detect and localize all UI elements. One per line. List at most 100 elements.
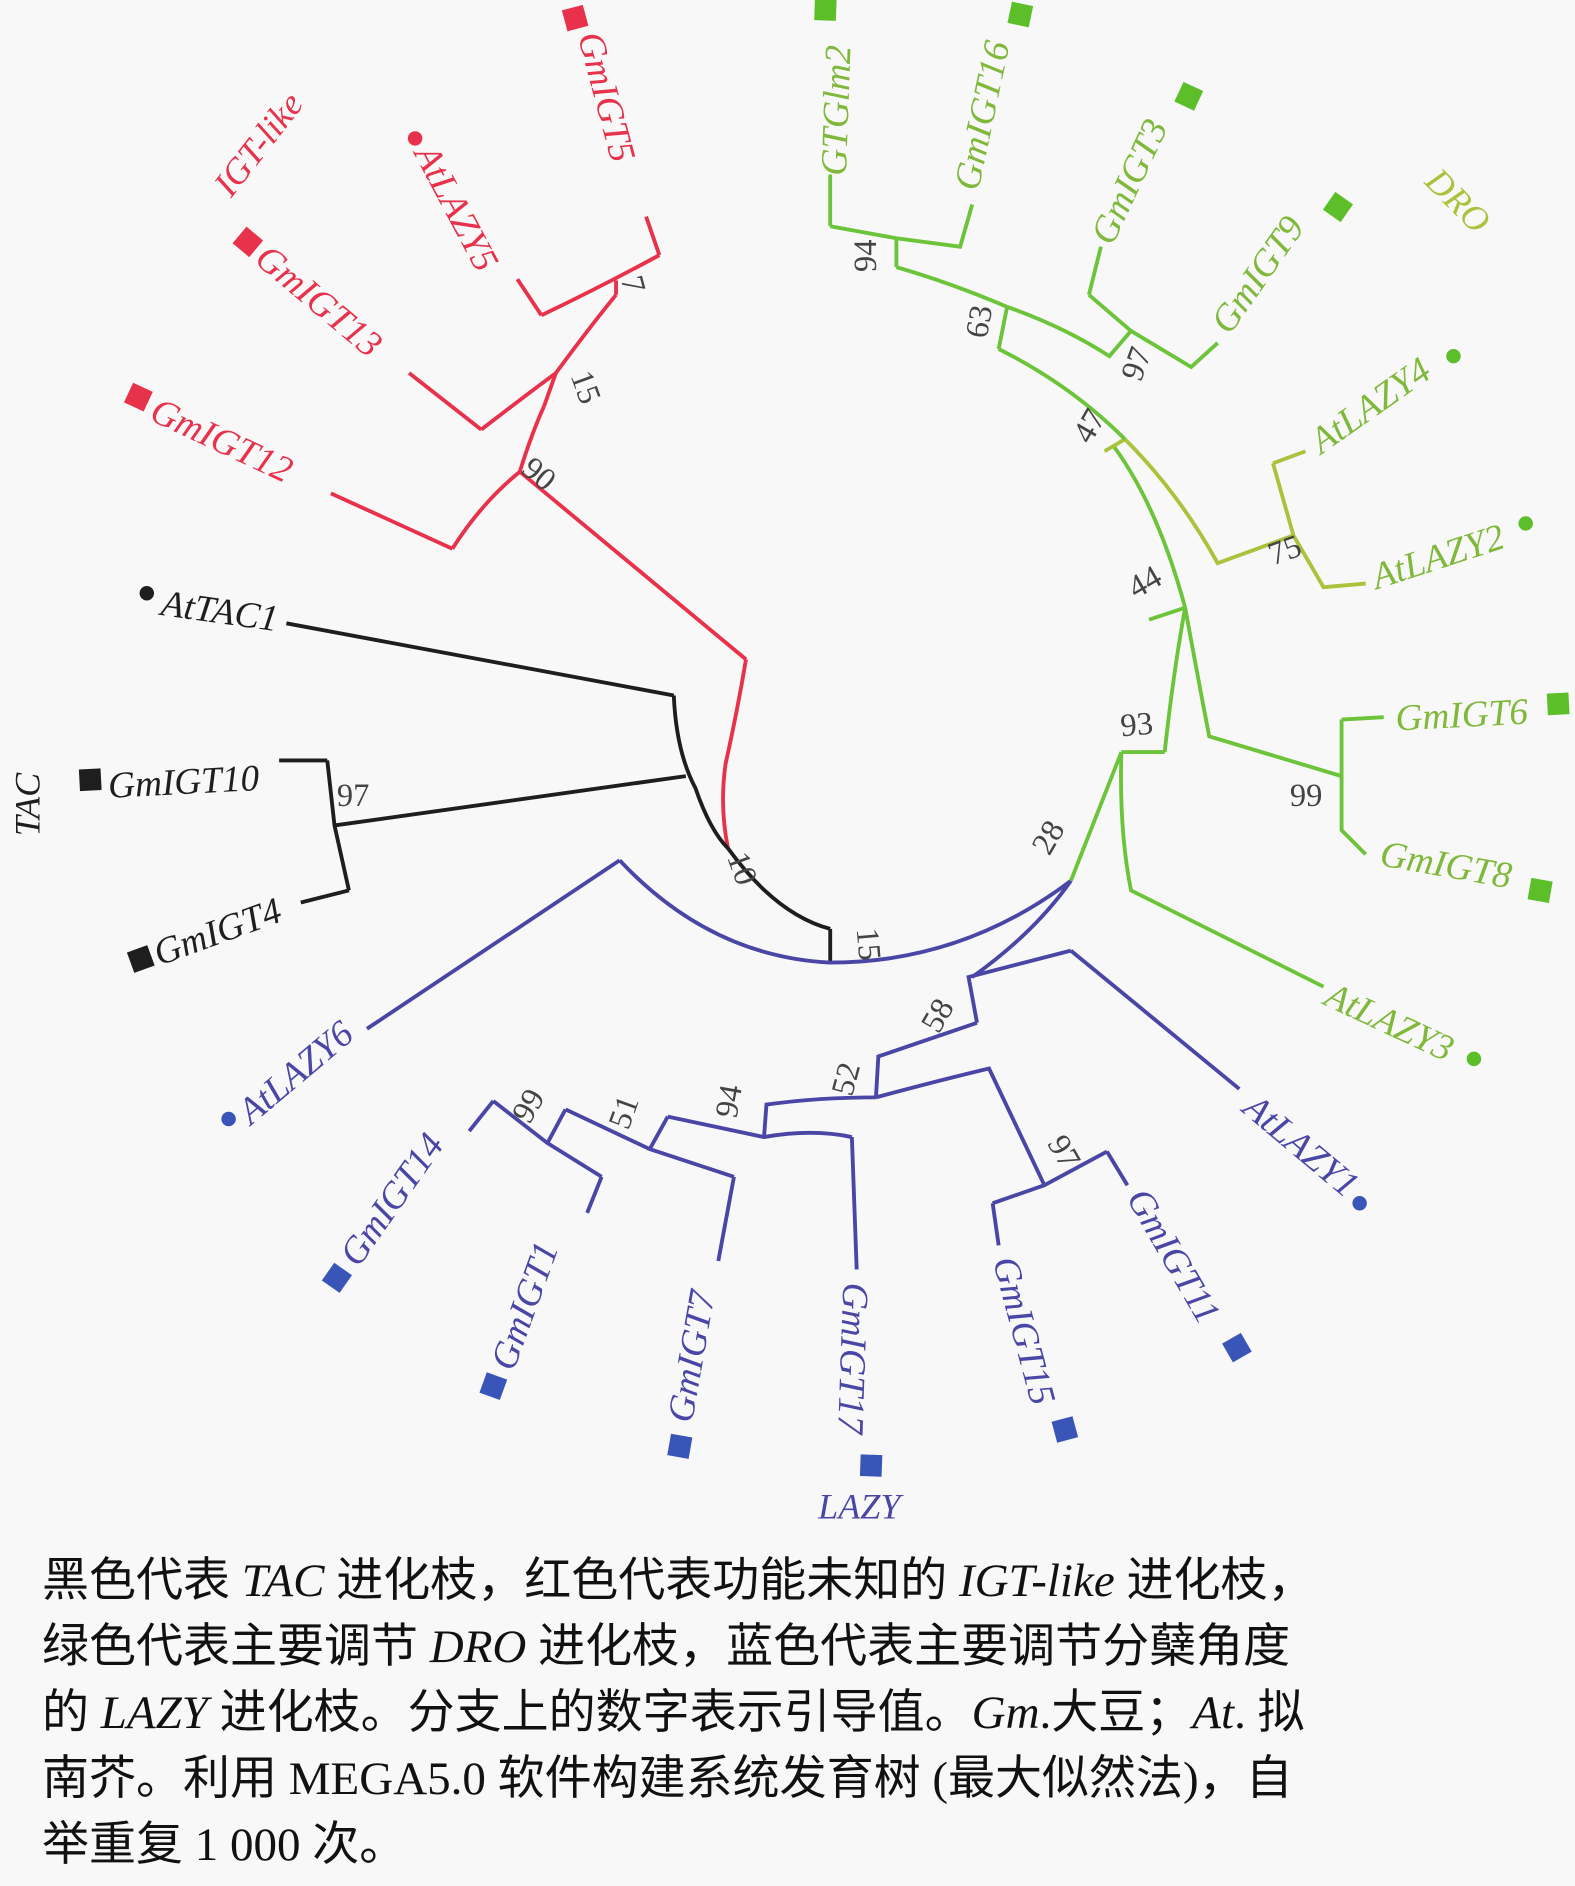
leaf-label-gmigt15: GmIGT15: [984, 1253, 1063, 1410]
caption-line-2: 绿色代表主要调节 DRO 进化枝，蓝色代表主要调节分蘖角度: [42, 1614, 1552, 1680]
caption-line-1: 黑色代表 TAC 进化枝，红色代表功能未知的 IGT-like 进化枝，: [42, 1548, 1552, 1614]
leaf-label-attac1: AtTAC1: [156, 583, 281, 640]
leaf-label-gmigt10: GmIGT10: [107, 758, 260, 807]
caption-text: 进化枝，红色代表功能未知的: [324, 1555, 959, 1607]
clade-label-tac: TAC: [8, 772, 48, 836]
bootstrap-value: 44: [1122, 559, 1168, 606]
caption-text: 进化枝，: [1114, 1555, 1315, 1607]
caption-text: 进化枝。分支上的数字表示引导值。: [207, 1687, 972, 1739]
leaf-label-atlazy6: AtLAZY6: [228, 1013, 362, 1134]
clade-label-lazy: LAZY: [817, 1486, 904, 1526]
tree-branch: [997, 347, 1127, 441]
bootstrap-value: 15: [563, 366, 608, 409]
leaf-label-gmigt1: GmIGT1: [483, 1237, 567, 1376]
tree-branch: [1271, 462, 1366, 590]
bootstrap-value: 15: [849, 926, 888, 961]
bootstrap-value: 94: [848, 239, 884, 271]
square-marker-icon: [1546, 692, 1570, 716]
tree-branch: [966, 948, 1072, 1024]
leaf-markers: [78, 0, 1570, 1477]
bootstrap-value: 94: [709, 1082, 750, 1120]
tree-branch: [564, 1107, 735, 1179]
tree-branch: [467, 1099, 495, 1133]
leaf-label-atlazy1: AtLAZY1: [1233, 1085, 1366, 1206]
tree-branch: [671, 695, 730, 850]
leaf-label-gmigt11: GmIGT11: [1118, 1182, 1228, 1331]
tree-branch: [330, 491, 454, 551]
caption-italic: At: [1192, 1687, 1235, 1739]
leaf-label-gmigt17: GmIGT17: [829, 1282, 875, 1436]
tree-branch: [1006, 305, 1133, 359]
circle-marker-icon: [139, 586, 155, 601]
square-marker-icon: [321, 1262, 352, 1293]
leaf-label-gmigt7: GmIGT7: [660, 1286, 724, 1425]
circle-marker-icon: [1446, 348, 1461, 364]
leaf-labels: GmIGT5AtLAZY5GmIGT13GmIGT12AtTAC1GmIGT10…: [107, 28, 1529, 1436]
caption-italic: Gm: [971, 1687, 1040, 1739]
bootstrap-value: 52: [825, 1059, 868, 1100]
tree-branch: [545, 1108, 568, 1144]
square-marker-icon: [814, 0, 837, 21]
caption-line-4: 南芥。利用 MEGA5.0 软件构建系统发育树 (最大似然法)，自: [42, 1753, 1293, 1805]
tree-branch: [325, 760, 351, 891]
leaf-label-gmigt12: GmIGT12: [144, 390, 298, 491]
clade-label-dro: DRO: [1417, 160, 1498, 241]
clade-label-igt-like: IGT-like: [205, 85, 311, 205]
bootstrap-value: 97: [1114, 343, 1159, 386]
tree-branch: [971, 879, 1073, 979]
caption-line-3: 的 LAZY 进化枝。分支上的数字表示引导值。Gm.大豆；At. 拟: [42, 1680, 1552, 1746]
square-marker-icon: [479, 1372, 508, 1401]
phylogenetic-tree: GmIGT5AtLAZY5GmIGT13GmIGT12AtTAC1GmIGT10…: [8, 0, 1570, 1526]
square-marker-icon: [123, 382, 153, 412]
figure-caption: 黑色代表 TAC 进化枝，红色代表功能未知的 IGT-like 进化枝， 绿色代…: [42, 1548, 1552, 1878]
caption-text: 的: [42, 1687, 101, 1739]
tree-branch: [286, 621, 675, 698]
tree-branch: [667, 1114, 853, 1140]
tree-branch: [895, 265, 1008, 309]
tree-branch: [874, 1020, 978, 1098]
tree-branch: [1339, 719, 1368, 856]
leaf-label-gmigt16: GmIGT16: [947, 37, 1019, 194]
tree-branch: [1272, 449, 1307, 466]
tree-branch: [644, 215, 662, 256]
leaf-label-gmigt14: GmIGT14: [332, 1126, 452, 1273]
tree-branch: [480, 293, 618, 432]
tree-branch: [875, 1066, 1047, 1187]
leaf-label-gmigt6: GmIGT6: [1394, 692, 1529, 740]
bootstrap-value: 97: [1040, 1129, 1087, 1175]
tree-branch: [721, 659, 748, 849]
bootstrap-value: 90: [515, 450, 563, 498]
leaf-label-atlazy2: AtLAZY2: [1364, 517, 1510, 599]
caption-italic: LAZY: [100, 1687, 208, 1739]
tree-branch: [518, 470, 748, 661]
leaf-label-atlazy5: AtLAZY5: [404, 136, 506, 279]
bootstrap-value: 51: [602, 1091, 647, 1134]
tree-branch: [1148, 605, 1186, 622]
circle-marker-icon: [1518, 516, 1533, 531]
tree-branch: [1123, 437, 1295, 566]
tree-branch: [542, 372, 558, 408]
bootstrap-value: 28: [1025, 815, 1072, 861]
caption-italic: TAC: [241, 1555, 325, 1607]
leaf-label-atlazy4: AtLAZY4: [1300, 350, 1438, 464]
tree-branch: [300, 888, 350, 905]
square-marker-icon: [667, 1433, 693, 1459]
leaf-label-gmigt9: GmIGT9: [1203, 209, 1313, 341]
leaf-label-atlazy3: AtLAZY3: [1316, 974, 1460, 1070]
square-marker-icon: [1222, 1332, 1252, 1363]
tree-branch: [1087, 246, 1103, 296]
bootstrap-value: 99: [505, 1083, 552, 1129]
caption-text: 进化枝，蓝色代表主要调节分蘖角度: [526, 1621, 1291, 1673]
square-marker-icon: [859, 1454, 883, 1477]
tree-branch: [1105, 1150, 1130, 1187]
tree-branch: [1341, 715, 1384, 722]
circle-marker-icon: [407, 131, 423, 146]
square-marker-icon: [78, 768, 102, 792]
tree-branch: [618, 859, 1073, 965]
tree-branch: [407, 371, 483, 432]
tree-branch: [585, 1176, 604, 1214]
leaf-label-gtglm2: GTGlm2: [814, 44, 860, 176]
tree-branch: [849, 1137, 859, 1270]
tree-branch: [726, 847, 831, 931]
tree-branch: [1103, 437, 1126, 453]
